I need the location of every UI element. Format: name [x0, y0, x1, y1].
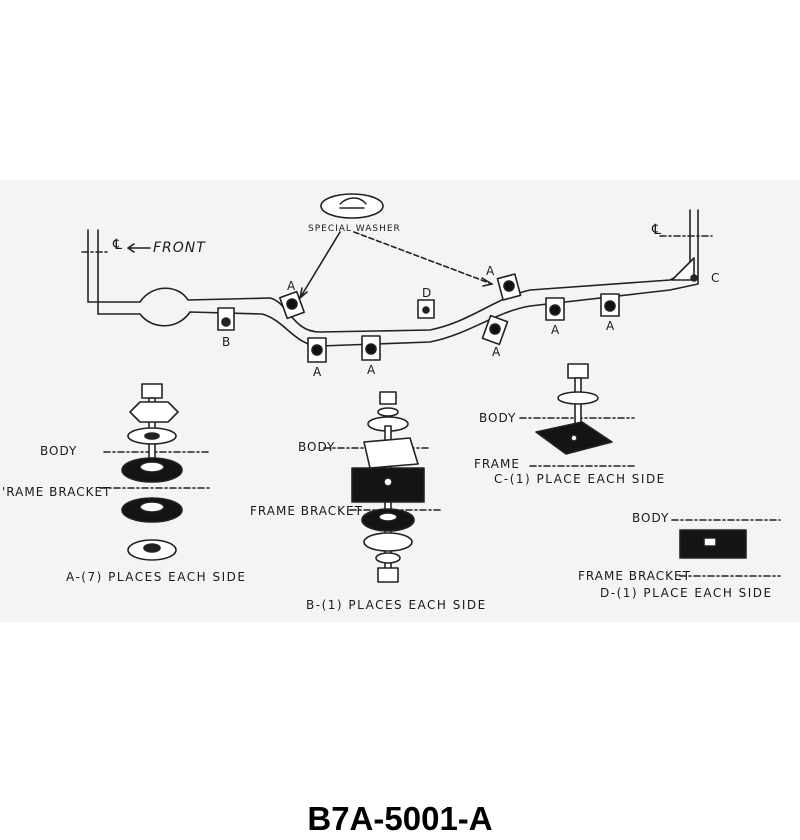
mount-letter-a: A	[606, 319, 615, 333]
mount-bracket-a	[545, 297, 565, 321]
mount-letter-a: A	[486, 264, 495, 278]
caption-b: B-(1) PLACES EACH SIDE	[306, 598, 487, 612]
mount-bracket-b	[217, 307, 235, 331]
assembly-a	[99, 383, 213, 561]
mount-bracket-a	[278, 290, 306, 320]
frame-drawing	[81, 193, 781, 583]
body-label: BODY	[632, 511, 670, 525]
frame-label: FRAME	[474, 457, 520, 471]
special-washer-icon	[320, 193, 384, 219]
mount-letter-a: A	[492, 345, 501, 359]
centerline-symbol: ℄	[652, 222, 661, 238]
caption-d: D-(1) PLACE EACH SIDE	[600, 586, 773, 600]
mount-bracket-a	[481, 314, 509, 346]
mount-letter-a: A	[313, 365, 322, 379]
front-label: FRONT	[153, 240, 206, 256]
assembly-d	[671, 519, 781, 577]
mount-bracket-c	[671, 257, 698, 282]
frame-bracket-label: 'RAME BRACKET	[2, 485, 112, 499]
special-washer-label: SPECIAL WASHER	[308, 224, 401, 234]
body-label: BODY	[298, 440, 336, 454]
centerline-symbol: ℄	[113, 237, 122, 253]
mount-letter-d: D	[422, 286, 432, 300]
body-label: BODY	[40, 444, 78, 458]
mount-letter-a: A	[287, 279, 296, 293]
body-mount-diagram: ℄ FRONT ℄ SPECIAL WASHER B A A A D A A A…	[0, 180, 800, 622]
body-label: BODY	[479, 411, 517, 425]
mount-letter-a: A	[551, 323, 560, 337]
assembly-b	[323, 391, 441, 583]
mount-bracket-d	[417, 299, 435, 319]
mount-letter-c: C	[711, 271, 720, 285]
mount-letter-b: B	[222, 335, 231, 349]
leader-line	[299, 231, 341, 299]
caption-c: C-(1) PLACE EACH SIDE	[494, 472, 666, 486]
front-arrow-icon	[127, 243, 151, 253]
leader-line	[353, 231, 493, 285]
mount-bracket-a	[361, 335, 381, 361]
assembly-c	[519, 363, 635, 467]
mount-bracket-a	[496, 273, 522, 301]
mount-bracket-a	[600, 293, 620, 317]
frame-bracket-label: FRAME BRACKET	[250, 504, 363, 518]
part-number: B7A-5001-A	[307, 800, 493, 837]
mount-letter-a: A	[367, 363, 376, 377]
caption-a: A-(7) PLACES EACH SIDE	[66, 570, 247, 584]
mount-bracket-a	[307, 337, 327, 363]
frame-bracket-label: FRAME BRACKET	[578, 569, 691, 583]
frame-rail	[97, 209, 699, 347]
